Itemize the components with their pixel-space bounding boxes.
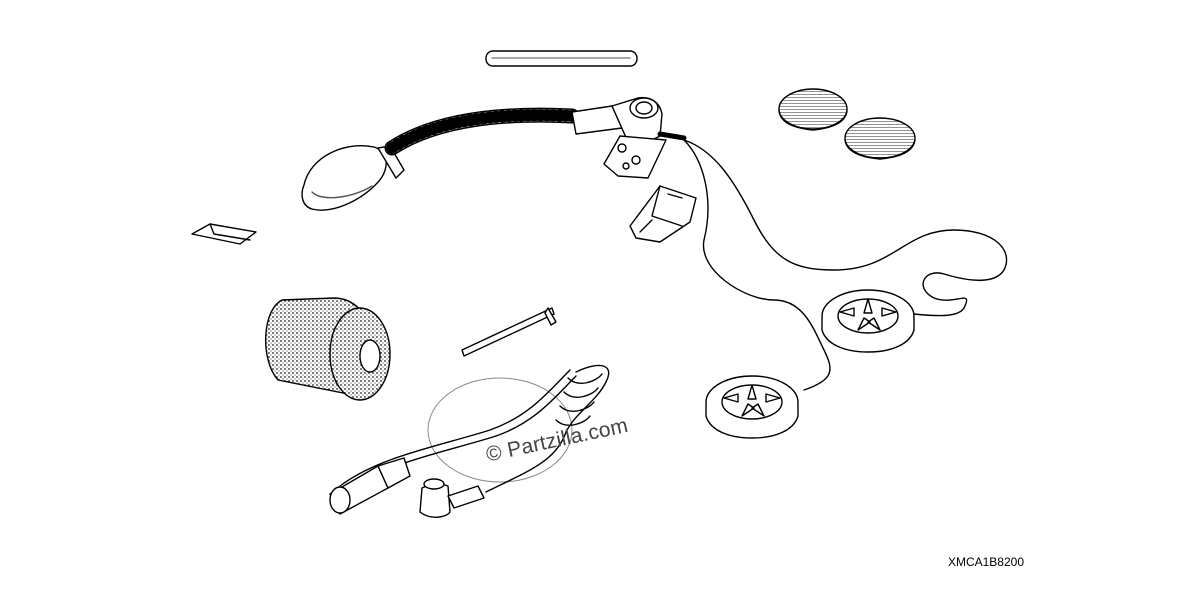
speaker-left xyxy=(706,376,798,438)
speaker-right xyxy=(822,290,914,352)
coiled-cord-connector xyxy=(330,365,609,517)
foam-windscreen xyxy=(266,298,390,400)
diagram-code: XMCA1B8200 xyxy=(947,555,1024,569)
speaker-pad-left xyxy=(779,89,847,130)
microphone-boom xyxy=(302,98,684,211)
velcro-tab xyxy=(192,224,256,244)
speaker-pad-right xyxy=(845,118,915,159)
mounting-strip xyxy=(486,51,637,66)
speaker-cables xyxy=(684,140,1007,390)
mounting-clip xyxy=(630,186,696,242)
hex-key xyxy=(462,308,556,356)
